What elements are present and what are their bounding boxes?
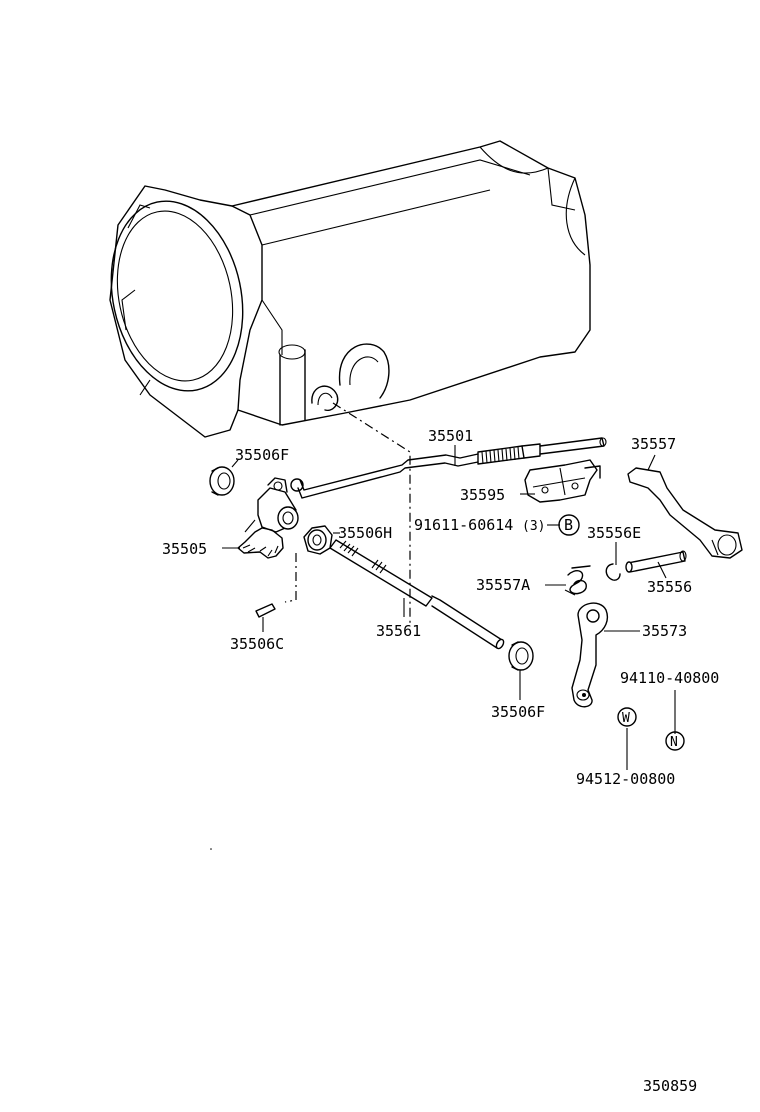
oil-seal-35506F-bottom <box>508 641 534 671</box>
badge-b <box>558 514 580 536</box>
speck <box>210 848 212 850</box>
badge-n-letter: N <box>670 735 678 750</box>
badge-w <box>617 707 637 727</box>
clip-35556E <box>605 563 621 581</box>
transmission-case <box>109 140 591 438</box>
label-35561: 35561 <box>376 622 421 640</box>
oil-seal-35506F-top <box>209 466 235 496</box>
manual-shaft-35561 <box>329 539 505 650</box>
badge-n <box>665 731 685 751</box>
label-94110: 94110-40800 <box>620 669 719 687</box>
label-35573: 35573 <box>642 622 687 640</box>
reference-lines <box>284 402 411 625</box>
pin-35506C <box>255 603 276 618</box>
label-35557A: 35557A <box>476 576 530 594</box>
bracket-35595 <box>524 459 601 503</box>
label-35506F-bottom: 35506F <box>491 703 545 721</box>
label-91611-qty: (3) <box>522 519 545 534</box>
detent-plate-35505 <box>237 477 299 559</box>
label-91611: 91611-60614 <box>414 516 513 534</box>
lever-35557 <box>627 467 743 559</box>
diagram-id-code: 350859 <box>643 1077 697 1095</box>
label-35595: 35595 <box>460 486 505 504</box>
label-35556E: 35556E <box>587 524 641 542</box>
control-rod-35501 <box>290 437 607 499</box>
bushing-35506H <box>303 525 333 555</box>
badge-w-letter: W <box>622 711 630 726</box>
label-94512: 94512-00800 <box>576 770 675 788</box>
badge-b-letter: B <box>564 516 573 534</box>
leader-lines <box>222 445 676 770</box>
label-35556: 35556 <box>647 578 692 596</box>
label-35501: 35501 <box>428 427 473 445</box>
label-35557: 35557 <box>631 435 676 453</box>
label-35505: 35505 <box>162 540 207 558</box>
label-35506H: 35506H <box>338 524 392 542</box>
label-35506F-top: 35506F <box>235 446 289 464</box>
spring-35557A <box>564 565 591 596</box>
lever-35573 <box>571 602 609 708</box>
shaft-35556 <box>625 550 687 573</box>
label-35506C: 35506C <box>230 635 284 653</box>
